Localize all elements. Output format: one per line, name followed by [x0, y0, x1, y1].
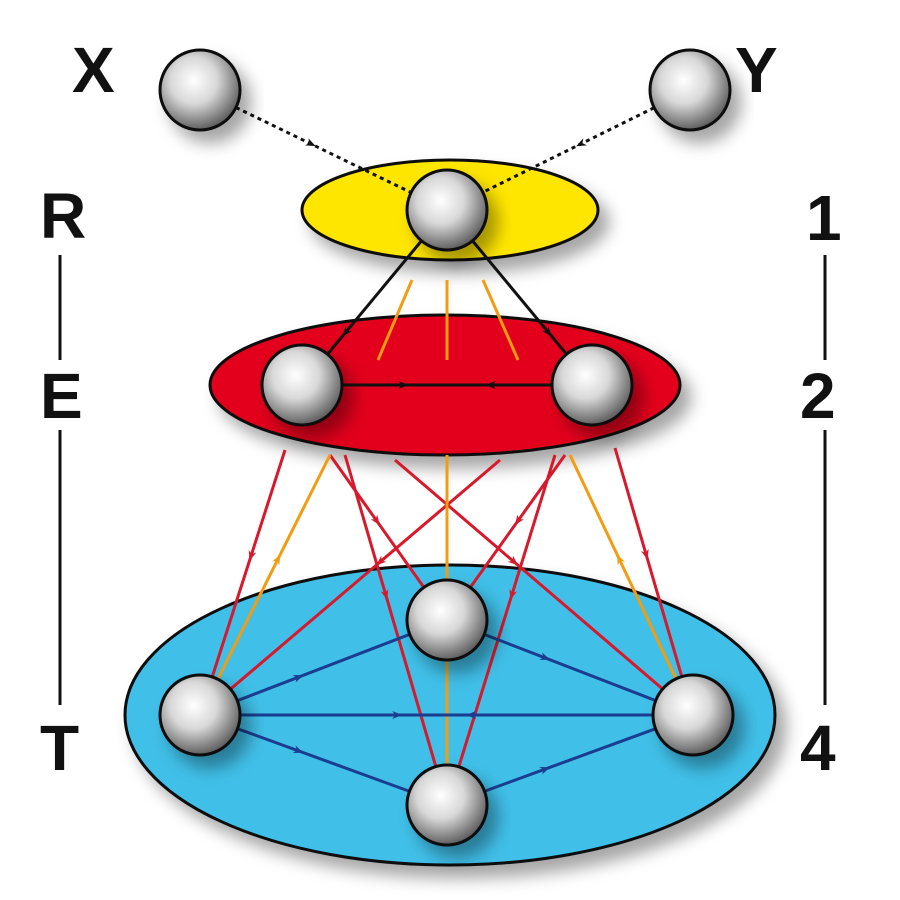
edge-blue-3: [446, 618, 694, 717]
node-rl: [260, 343, 344, 427]
edge-red-layer-to-blue-0: [198, 449, 287, 716]
node-x: [158, 48, 242, 132]
edge-blue-4: [446, 713, 694, 807]
edge-orange-yr-3: [481, 279, 520, 361]
edge-red-layer-to-blue-4: [199, 458, 501, 717]
edges: [198, 88, 695, 807]
label-y: Y: [735, 34, 778, 106]
nodes: [158, 48, 735, 847]
label-t: T: [40, 712, 79, 784]
node-rr: [550, 343, 634, 427]
node-bb: [405, 763, 489, 847]
edge-red-layer-to-blue-5: [445, 454, 557, 806]
edge-blue-2: [199, 713, 448, 807]
label-2: 2: [800, 360, 836, 432]
node-bl: [158, 673, 242, 757]
edge-y-to-top: [446, 88, 691, 212]
edge-orange-blue-left-up: [198, 454, 332, 716]
node-br: [651, 673, 735, 757]
edge-red-layer-to-blue-2: [343, 454, 449, 806]
label-x: X: [72, 34, 115, 106]
label-1: 1: [806, 182, 842, 254]
label-4: 4: [800, 712, 836, 784]
edge-orange-yr-1: [376, 279, 414, 361]
edge-orange-blue-right-up: [568, 454, 695, 716]
node-y: [648, 48, 732, 132]
edge-red-layer-to-blue-7: [613, 447, 695, 716]
edge-blue-0: [199, 618, 448, 717]
node-bt: [405, 578, 489, 662]
label-e: E: [40, 360, 83, 432]
edge-x-to-top: [199, 88, 448, 212]
edge-red-layer-to-blue-3: [394, 458, 694, 717]
label-r: R: [40, 180, 86, 252]
node-yc: [405, 168, 489, 252]
